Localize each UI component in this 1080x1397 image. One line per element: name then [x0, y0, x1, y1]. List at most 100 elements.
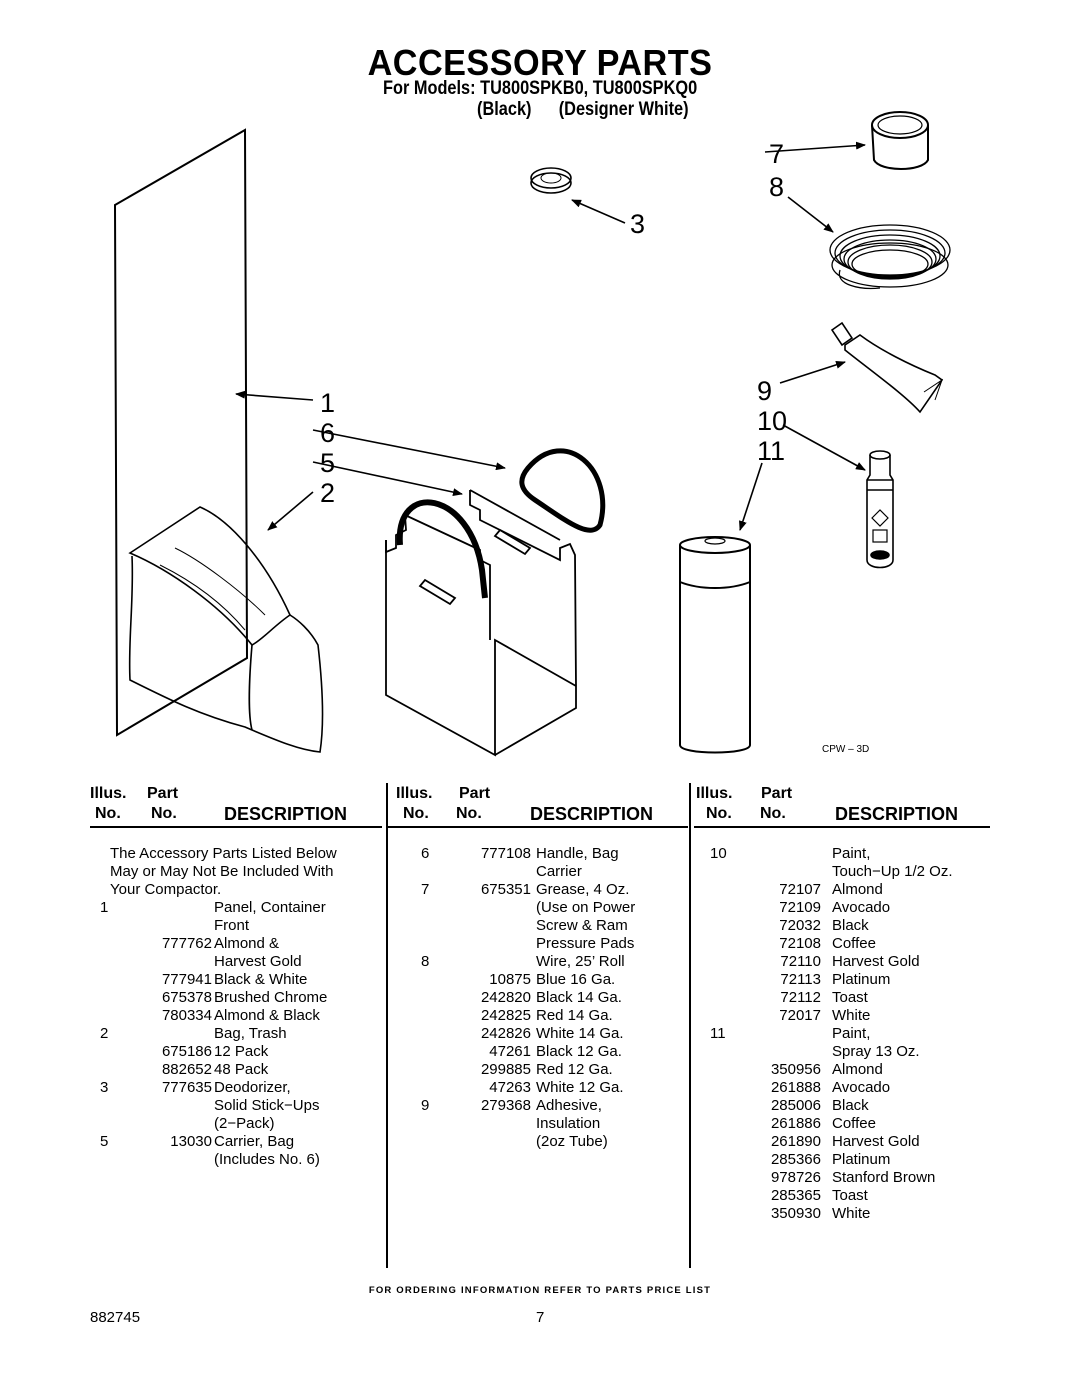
part-number: 242820 [480, 989, 531, 1006]
part-description: White 12 Ga. [536, 1079, 624, 1096]
header-part: Part [147, 785, 179, 802]
part-description: Wire, 25’ Roll [536, 953, 625, 970]
part-number: 72112 [780, 989, 821, 1006]
part-description: Avocado [832, 1079, 891, 1096]
table-row: 285365 Toast [694, 1187, 990, 1205]
table-row: 8 Wire, 25’ Roll [388, 953, 688, 971]
part-description: White [832, 1205, 871, 1222]
part-description: Front [214, 917, 250, 934]
part-number: 882652 [161, 1061, 212, 1078]
illus-number: 8 [421, 953, 430, 970]
header-illus: Illus. [396, 785, 433, 802]
part-description: Platinum [832, 1151, 891, 1168]
part-number: 72108 [779, 935, 821, 952]
part-description: Bag, Trash [214, 1025, 287, 1042]
part-description: Handle, Bag [536, 845, 619, 862]
part-description: Red 12 Ga. [536, 1061, 613, 1078]
note-text: Your Compactor. [110, 881, 222, 898]
table-row: Touch−Up 1/2 Oz. [694, 863, 990, 881]
part-description: White [832, 1007, 871, 1024]
table-row: Solid Stick−Ups [90, 1097, 382, 1115]
table-row: The Accessory Parts Listed Below [90, 845, 382, 863]
table-row: Front [90, 917, 382, 935]
part-description: (Includes No. 6) [214, 1151, 320, 1168]
part-description: Almond [832, 881, 883, 898]
grease-container [871, 111, 929, 170]
part-description: Coffee [832, 1115, 876, 1132]
part-description: Adhesive, [536, 1097, 602, 1114]
deodorizer [530, 167, 572, 194]
column-divider [689, 783, 691, 1268]
part-description: Black [832, 917, 869, 934]
illus-number: 3 [100, 1079, 109, 1096]
part-number: 285365 [770, 1187, 821, 1204]
part-description: 12 Pack [214, 1043, 269, 1060]
header-part: Part [761, 785, 793, 802]
callout-3: 3 [630, 209, 645, 239]
part-description: Carrier, Bag [214, 1133, 295, 1150]
illus-number: 10 [710, 845, 727, 862]
part-number: 242826 [480, 1025, 531, 1042]
models-line: For Models: TU800SPKB0, TU800SPKQ0 [383, 78, 698, 99]
part-number: 261890 [770, 1133, 821, 1150]
part-description: Black & White [214, 971, 308, 988]
callout-7: 7 [769, 139, 784, 169]
illus-number: 11 [710, 1025, 726, 1042]
table-row: Harvest Gold [90, 953, 382, 971]
part-description: Almond & Black [214, 1007, 320, 1024]
part-description: Toast [832, 1187, 868, 1204]
part-description: Touch−Up 1/2 Oz. [832, 863, 953, 880]
bag-carrier [385, 489, 577, 757]
drawing-code: CPW – 3D [822, 744, 869, 755]
table-row: Pressure Pads [388, 935, 688, 953]
part-description: Black 14 Ga. [536, 989, 622, 1006]
part-number: 777762 [161, 935, 212, 952]
part-description: Blue 16 Ga. [536, 971, 616, 988]
part-description: Insulation [536, 1115, 601, 1132]
callout-11: 11 [757, 436, 785, 466]
part-description: Pressure Pads [536, 935, 635, 952]
part-description: Deodorizer, [214, 1079, 291, 1096]
part-description: Harvest Gold [832, 1133, 920, 1150]
part-number: 350930 [770, 1205, 821, 1222]
part-number: 47263 [489, 1079, 531, 1096]
header-illus-no: No. [706, 805, 732, 822]
illus-number: 2 [100, 1025, 109, 1042]
table-row: Spray 13 Oz. [694, 1043, 990, 1061]
part-description: Carrier [536, 863, 582, 880]
page-title: ACCESSORY PARTS [367, 42, 713, 83]
part-description: Red 14 Ga. [536, 1007, 613, 1024]
touch-up-paint-bottle [866, 450, 894, 569]
part-number: 261888 [770, 1079, 821, 1096]
part-number: 72107 [779, 881, 821, 898]
part-number: 47261 [489, 1043, 531, 1060]
part-description: Grease, 4 Oz. [536, 881, 630, 898]
bag-carrier-handle [519, 448, 606, 533]
part-description: Panel, Container [214, 899, 326, 916]
part-description: Coffee [832, 935, 876, 952]
table-header: Illus. Part No. No. DESCRIPTION [90, 780, 382, 828]
callout-8: 8 [769, 172, 784, 202]
part-number: 285366 [770, 1151, 821, 1168]
table-row: 72108 Coffee [694, 935, 990, 953]
illus-number: 5 [100, 1133, 109, 1150]
part-description: Brushed Chrome [214, 989, 328, 1006]
part-description: Spray 13 Oz. [832, 1043, 920, 1060]
document-number: 882745 [90, 1309, 141, 1326]
header-part-no: No. [456, 805, 482, 822]
table-row: 72107 Almond [694, 881, 990, 899]
table-row: Screw & Ram [388, 917, 688, 935]
part-description: Harvest Gold [832, 953, 920, 970]
table-row: 350930 White [694, 1205, 990, 1223]
